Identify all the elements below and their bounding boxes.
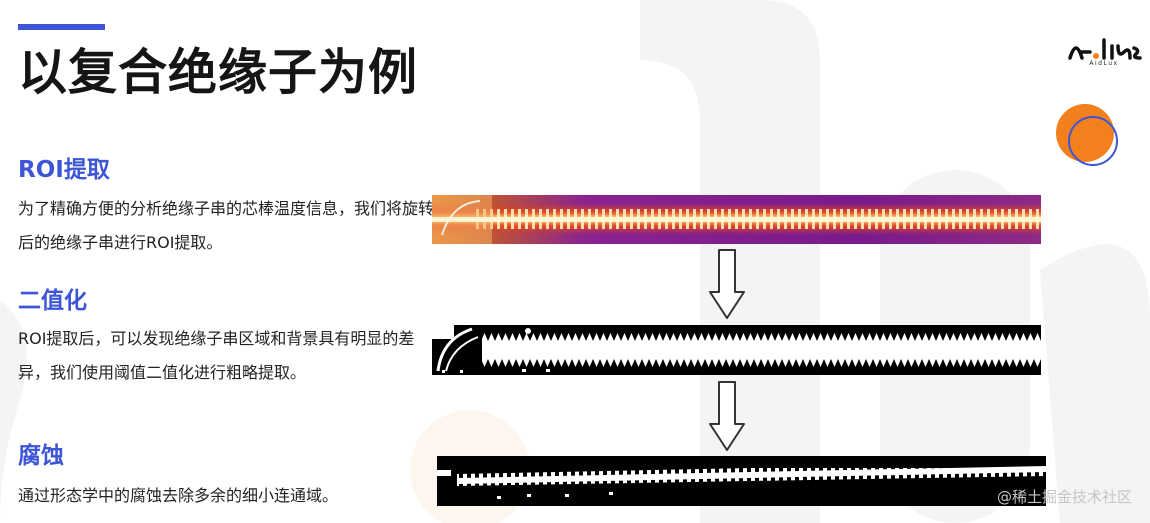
erosion-heading: 腐蚀: [18, 436, 64, 470]
binarization-heading: 二值化: [18, 281, 87, 315]
eroded-image: [437, 456, 1046, 506]
down-arrow-icon: [708, 248, 746, 320]
thermal-roi-image: [432, 195, 1041, 244]
erosion-description: 通过形态学中的腐蚀去除多余的细小连通域。: [18, 479, 438, 513]
slide-title: 以复合绝缘子为例: [18, 46, 418, 100]
title-accent-bar: [18, 24, 105, 30]
watermark: @稀土掘金技术社区: [997, 486, 1132, 507]
binarized-image: [432, 325, 1041, 375]
logo-wordmark: AidLux: [1066, 60, 1142, 67]
down-arrow-icon: [708, 380, 746, 452]
roi-heading: ROI提取: [18, 150, 110, 184]
binarization-description: ROI提取后，可以发现绝缘子串区域和背景具有明显的差异，我们使用阈值二值化进行粗…: [18, 322, 438, 390]
roi-description: 为了精确方便的分析绝缘子串的芯棒温度信息，我们将旋转后的绝缘子串进行ROI提取。: [18, 192, 438, 260]
decorative-blue-ring: [1068, 116, 1118, 166]
